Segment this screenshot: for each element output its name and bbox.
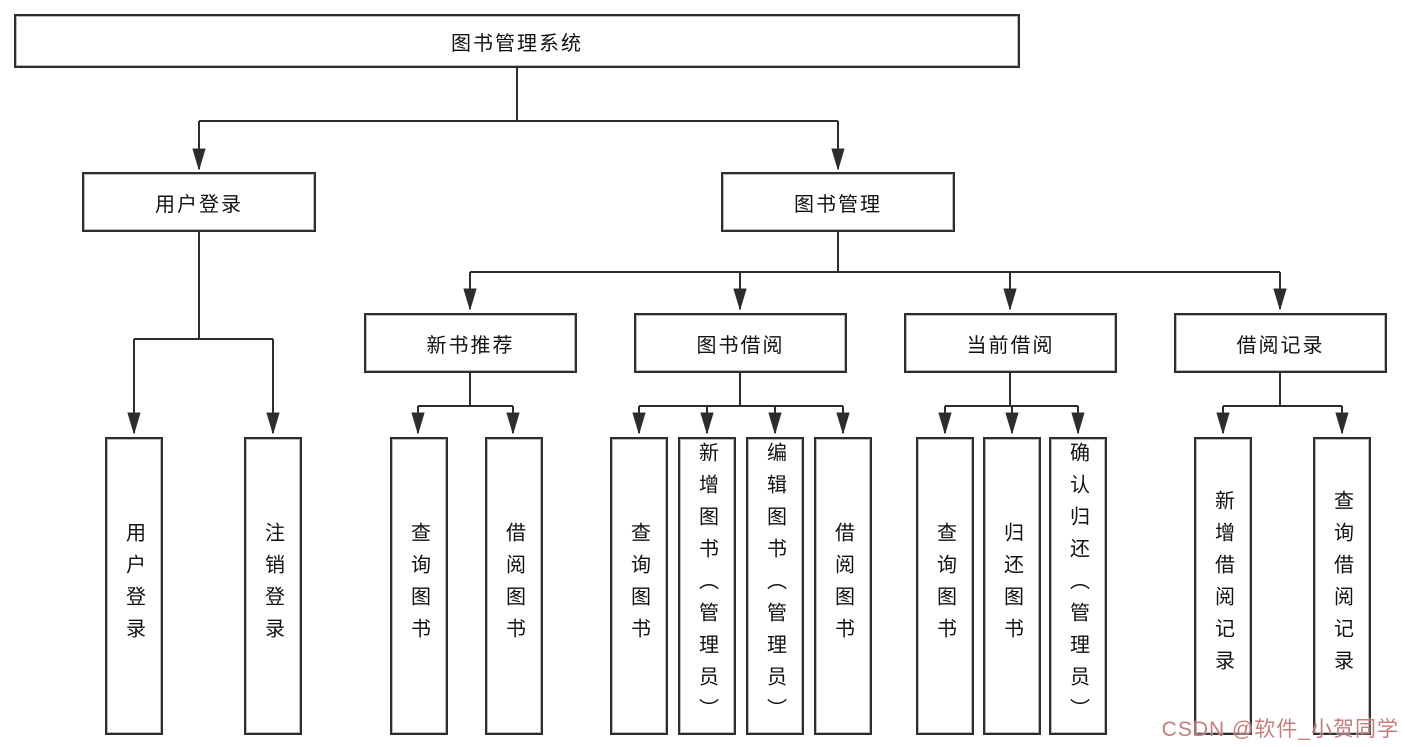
leaf-newbook-borrow: 借阅图书	[485, 437, 543, 735]
leaf-borrow-borrow: 借阅图书	[814, 437, 872, 735]
leaf-borrow-add-admin: 新增图书（管理员）	[678, 437, 736, 735]
watermark: CSDN @软件_小贺同学	[1161, 718, 1399, 741]
node-library-system-root: 图书管理系统	[14, 14, 1020, 68]
leaf-borrow-edit-admin: 编辑图书（管理员）	[746, 437, 804, 735]
leaf-records-add: 新增借阅记录	[1194, 437, 1252, 735]
leaf-borrow-query: 查询图书	[610, 437, 668, 735]
node-user-login: 用户登录	[82, 172, 316, 232]
leaf-current-query: 查询图书	[916, 437, 974, 735]
node-book-borrow: 图书借阅	[634, 313, 847, 373]
node-current-borrow: 当前借阅	[904, 313, 1117, 373]
leaf-current-confirm-admin: 确认归还（管理员）	[1049, 437, 1107, 735]
node-book-management: 图书管理	[721, 172, 955, 232]
node-borrow-records: 借阅记录	[1174, 313, 1387, 373]
leaf-newbook-query: 查询图书	[390, 437, 448, 735]
leaf-user-login: 用户登录	[105, 437, 163, 735]
leaf-logout: 注销登录	[244, 437, 302, 735]
node-new-book-recommend: 新书推荐	[364, 313, 577, 373]
leaf-current-return: 归还图书	[983, 437, 1041, 735]
leaf-records-query: 查询借阅记录	[1313, 437, 1371, 735]
